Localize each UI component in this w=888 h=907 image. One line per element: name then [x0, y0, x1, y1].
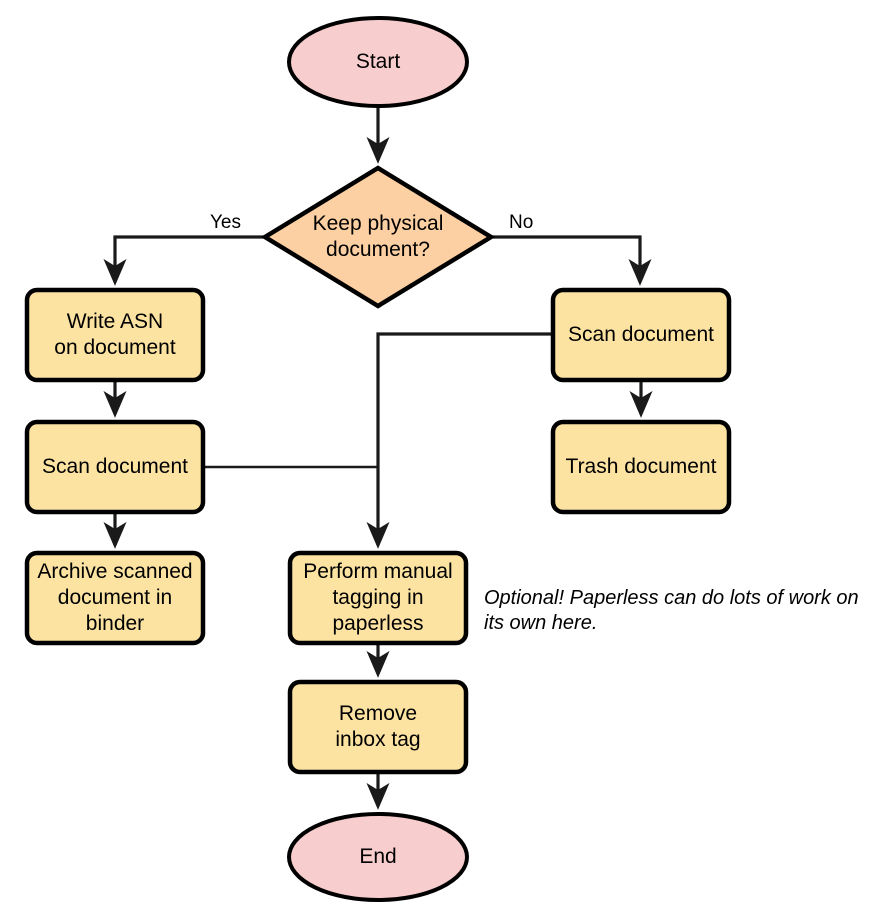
node-write-asn[interactable] — [24, 287, 206, 383]
edge-decision-to-scan-right — [491, 235, 652, 286]
node-remove-inbox-tag[interactable] — [287, 679, 469, 775]
node-end[interactable] — [287, 812, 469, 902]
node-scan-left[interactable] — [24, 419, 206, 515]
node-archive[interactable] — [24, 550, 206, 646]
edge-decision-to-write-asn — [103, 235, 265, 286]
node-manual-tagging[interactable] — [287, 550, 469, 646]
edge-scan-right-to-manual-tagging — [366, 332, 553, 549]
node-decision[interactable] — [260, 165, 496, 309]
node-start[interactable] — [287, 16, 469, 108]
node-trash[interactable] — [550, 419, 732, 515]
optional-note: Optional! Paperless can do lots of work … — [484, 587, 859, 634]
node-scan-right[interactable] — [550, 287, 732, 383]
edge-label-no: No — [509, 212, 534, 233]
edge-label-yes: Yes — [210, 212, 241, 233]
